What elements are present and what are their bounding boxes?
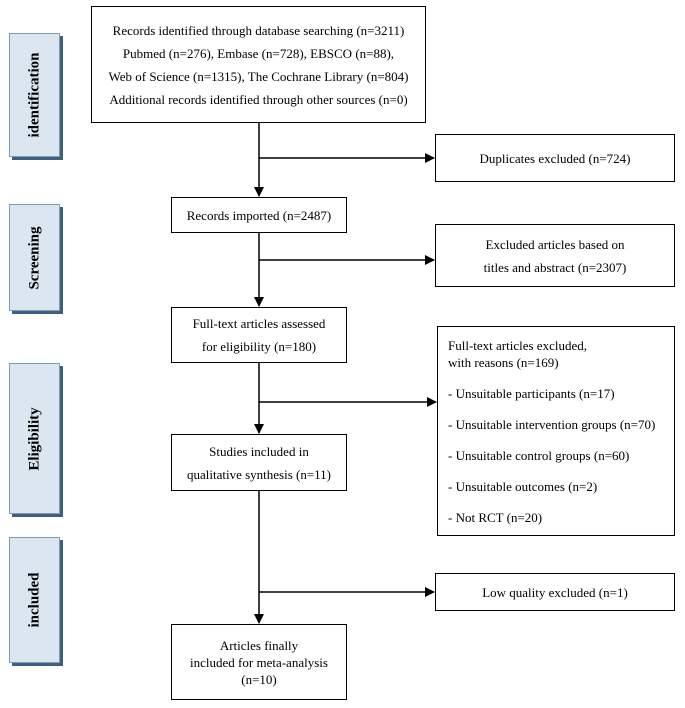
stage-identification: identification (9, 33, 60, 157)
records-imported-box: Records imported (n=2487) (171, 197, 347, 233)
duplicates-excluded-box: Duplicates excluded (n=724) (435, 134, 675, 182)
records-identified-box: Records identified through database sear… (91, 6, 426, 123)
fulltext-excluded-box: Full-text articles excluded, with reason… (437, 326, 675, 536)
fulltext-assessed-box: Full-text articles assessed for eligibil… (171, 307, 347, 363)
excluded-titles-box: Excluded articles based on titles and ab… (435, 224, 675, 287)
stage-screening: Screening (9, 204, 60, 311)
articles-meta-analysis-box: Articles finally included for meta-analy… (171, 624, 347, 700)
stage-included: included (9, 537, 60, 663)
low-quality-excluded-box: Low quality excluded (n=1) (435, 573, 675, 611)
stage-eligibility: Eligibility (9, 363, 60, 514)
studies-qualitative-box: Studies included in qualitative synthesi… (171, 434, 347, 491)
